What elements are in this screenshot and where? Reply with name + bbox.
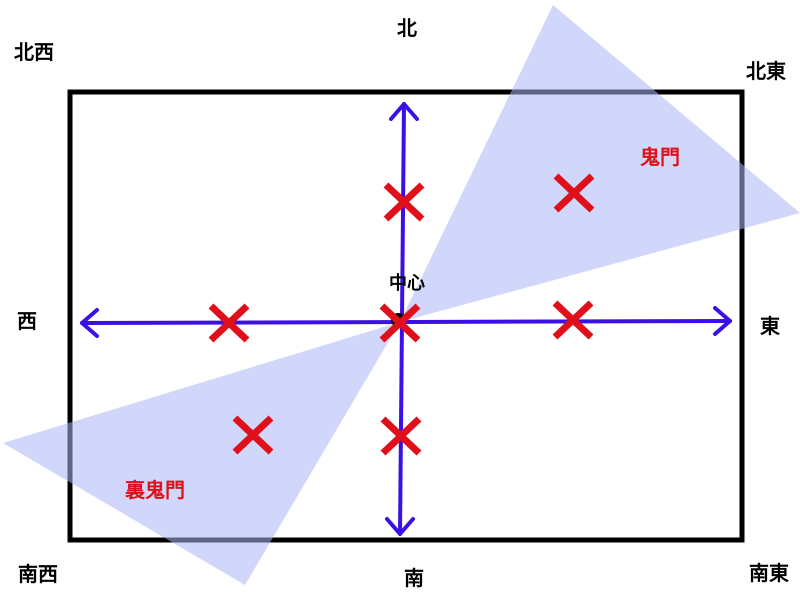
- x-marker-center: [379, 303, 421, 343]
- label-northeast: 北東: [746, 59, 786, 83]
- x-marker-southwest: [232, 415, 274, 455]
- label-south: 南: [404, 566, 424, 590]
- label-west: 西: [17, 309, 37, 333]
- label-southwest: 南西: [18, 562, 58, 586]
- center-label: 中心: [389, 272, 425, 294]
- ura-kimon-label: 裏鬼門: [124, 478, 185, 502]
- north-arrowhead: [389, 102, 419, 121]
- kimon-wedge: [400, 5, 800, 322]
- x-marker-northeast: [553, 173, 595, 213]
- x-marker-south: [380, 416, 422, 456]
- x-markers: [208, 173, 595, 456]
- east-arrowhead: [713, 306, 732, 336]
- x-marker-north: [383, 182, 425, 222]
- ura-kimon-wedge: [3, 322, 400, 585]
- label-southeast: 南東: [749, 561, 789, 585]
- x-marker-west: [208, 303, 250, 343]
- south-arrowhead: [385, 517, 415, 536]
- label-north: 北: [397, 16, 417, 40]
- label-northwest: 北西: [14, 40, 54, 64]
- x-marker-east: [552, 300, 594, 340]
- west-arrowhead: [80, 308, 99, 338]
- kimon-label: 鬼門: [640, 145, 680, 169]
- label-east: 東: [760, 314, 780, 338]
